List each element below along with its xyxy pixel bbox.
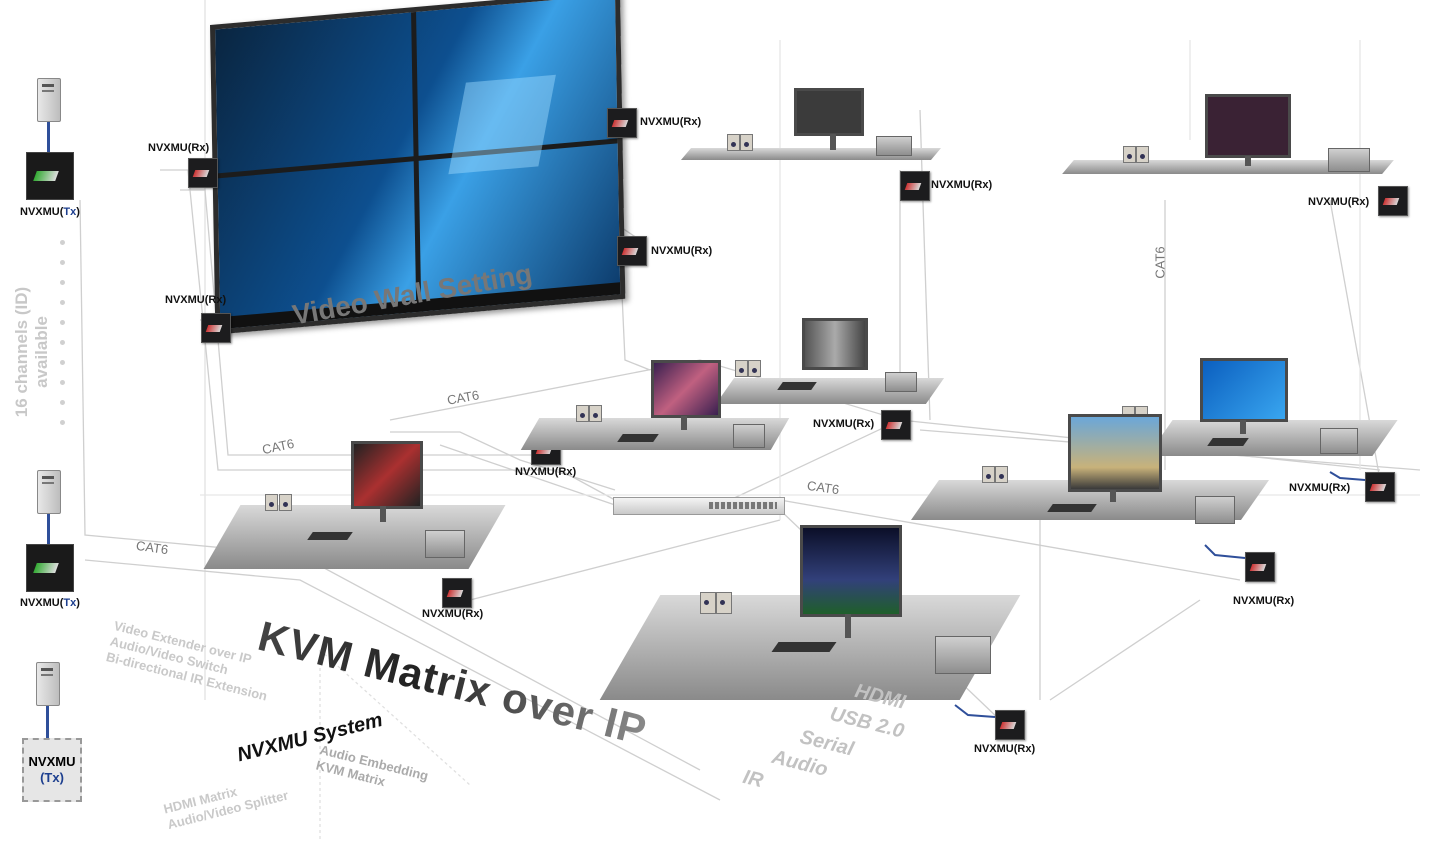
rx-label: NVXMU(Rx)	[640, 116, 701, 128]
receiver-icon	[1378, 186, 1408, 216]
monitor-stand	[830, 134, 836, 150]
network-switch-icon	[613, 497, 785, 515]
link-line	[47, 514, 50, 544]
transmitter-icon	[26, 544, 74, 592]
link-line	[46, 706, 49, 738]
receiver-icon	[1365, 472, 1395, 502]
receiver-icon	[617, 236, 647, 266]
pc-tower-icon	[37, 470, 61, 514]
monitor-icon	[800, 525, 902, 617]
monitor-stand	[380, 506, 386, 522]
printer-icon	[425, 530, 465, 558]
printer-icon	[876, 136, 912, 156]
rx-label: NVXMU(Rx)	[422, 608, 483, 620]
receiver-icon	[188, 158, 218, 188]
tx-label: NVXMU(Tx)	[20, 206, 80, 218]
monitor-icon	[794, 88, 864, 136]
monitor-icon	[1200, 358, 1288, 422]
receiver-icon	[201, 313, 231, 343]
printer-icon	[1328, 148, 1370, 172]
speaker-icon	[589, 405, 602, 422]
monitor-icon	[802, 318, 868, 370]
monitor-stand	[681, 416, 687, 430]
speaker-icon	[982, 466, 995, 483]
rx-label: NVXMU(Rx)	[931, 179, 992, 191]
printer-icon	[1320, 428, 1358, 454]
speaker-icon	[265, 494, 278, 511]
speaker-icon	[279, 494, 292, 511]
receiver-icon	[1245, 552, 1275, 582]
speaker-icon	[700, 592, 716, 614]
receiver-icon	[607, 108, 637, 138]
pc-tower-icon	[36, 662, 60, 706]
transmitter-icon	[26, 152, 74, 200]
rx-label: NVXMU(Rx)	[1308, 196, 1369, 208]
receiver-icon	[881, 410, 911, 440]
speaker-icon	[1123, 146, 1136, 163]
monitor-stand	[845, 614, 851, 638]
printer-icon	[1195, 496, 1235, 524]
windows-logo-icon	[448, 75, 556, 174]
receiver-icon	[442, 578, 472, 608]
speaker-icon	[716, 592, 732, 614]
transmitter-dashed: NVXMU (Tx)	[22, 738, 82, 802]
monitor-icon	[1068, 414, 1162, 492]
speaker-icon	[735, 360, 748, 377]
keyboard-icon	[617, 434, 659, 442]
monitor-icon	[1205, 94, 1291, 158]
printer-icon	[935, 636, 991, 674]
printer-icon	[733, 424, 765, 448]
keyboard-icon	[307, 532, 353, 540]
monitor-icon	[351, 441, 423, 509]
receiver-icon	[995, 710, 1025, 740]
cable-label: CAT6	[1153, 246, 1168, 278]
speaker-icon	[740, 134, 753, 151]
monitor-stand	[1245, 156, 1251, 166]
receiver-icon	[900, 171, 930, 201]
keyboard-icon	[1207, 438, 1249, 446]
speaker-icon	[748, 360, 761, 377]
desk	[1147, 420, 1397, 456]
rx-label: NVXMU(Rx)	[1289, 482, 1350, 494]
speaker-icon	[995, 466, 1008, 483]
speaker-icon	[727, 134, 740, 151]
speaker-icon	[576, 405, 589, 422]
monitor-icon	[651, 360, 721, 418]
channels-label: 16 channels (ID) available	[12, 282, 52, 422]
speaker-icon	[1136, 146, 1149, 163]
keyboard-icon	[771, 642, 836, 652]
rx-label: NVXMU(Rx)	[515, 466, 576, 478]
tx-label: NVXMU(Tx)	[20, 597, 80, 609]
keyboard-icon	[777, 382, 817, 390]
rx-label: NVXMU(Rx)	[165, 294, 226, 306]
monitor-stand	[1240, 420, 1246, 434]
monitor-stand	[1110, 490, 1116, 502]
rx-label: NVXMU(Rx)	[813, 418, 874, 430]
pc-tower-icon	[37, 78, 61, 122]
printer-icon	[885, 372, 917, 392]
rx-label: NVXMU(Rx)	[974, 743, 1035, 755]
rx-label: NVXMU(Rx)	[1233, 595, 1294, 607]
channel-dots	[60, 240, 66, 440]
rx-label: NVXMU(Rx)	[148, 142, 209, 154]
keyboard-icon	[1047, 504, 1097, 512]
rx-label: NVXMU(Rx)	[651, 245, 712, 257]
link-line	[47, 122, 50, 152]
